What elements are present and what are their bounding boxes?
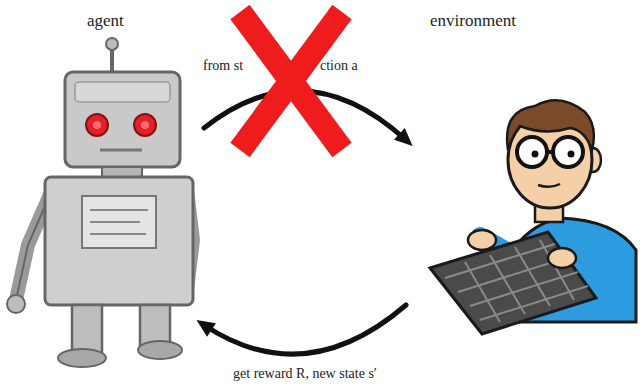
person-figure bbox=[430, 100, 636, 334]
node-label: agent bbox=[87, 11, 124, 31]
cycle-arrow bbox=[204, 305, 406, 354]
agent-node: agent bbox=[5, 5, 200, 375]
node-label: environment bbox=[430, 11, 516, 31]
arrow-caption: ction a bbox=[320, 58, 358, 74]
robot-figure bbox=[7, 38, 194, 367]
arrow-caption: get reward R, new state s′ bbox=[233, 366, 377, 382]
environment-node: environment bbox=[410, 5, 636, 330]
red-cross bbox=[240, 12, 342, 150]
arrow-caption: from st bbox=[203, 58, 243, 74]
